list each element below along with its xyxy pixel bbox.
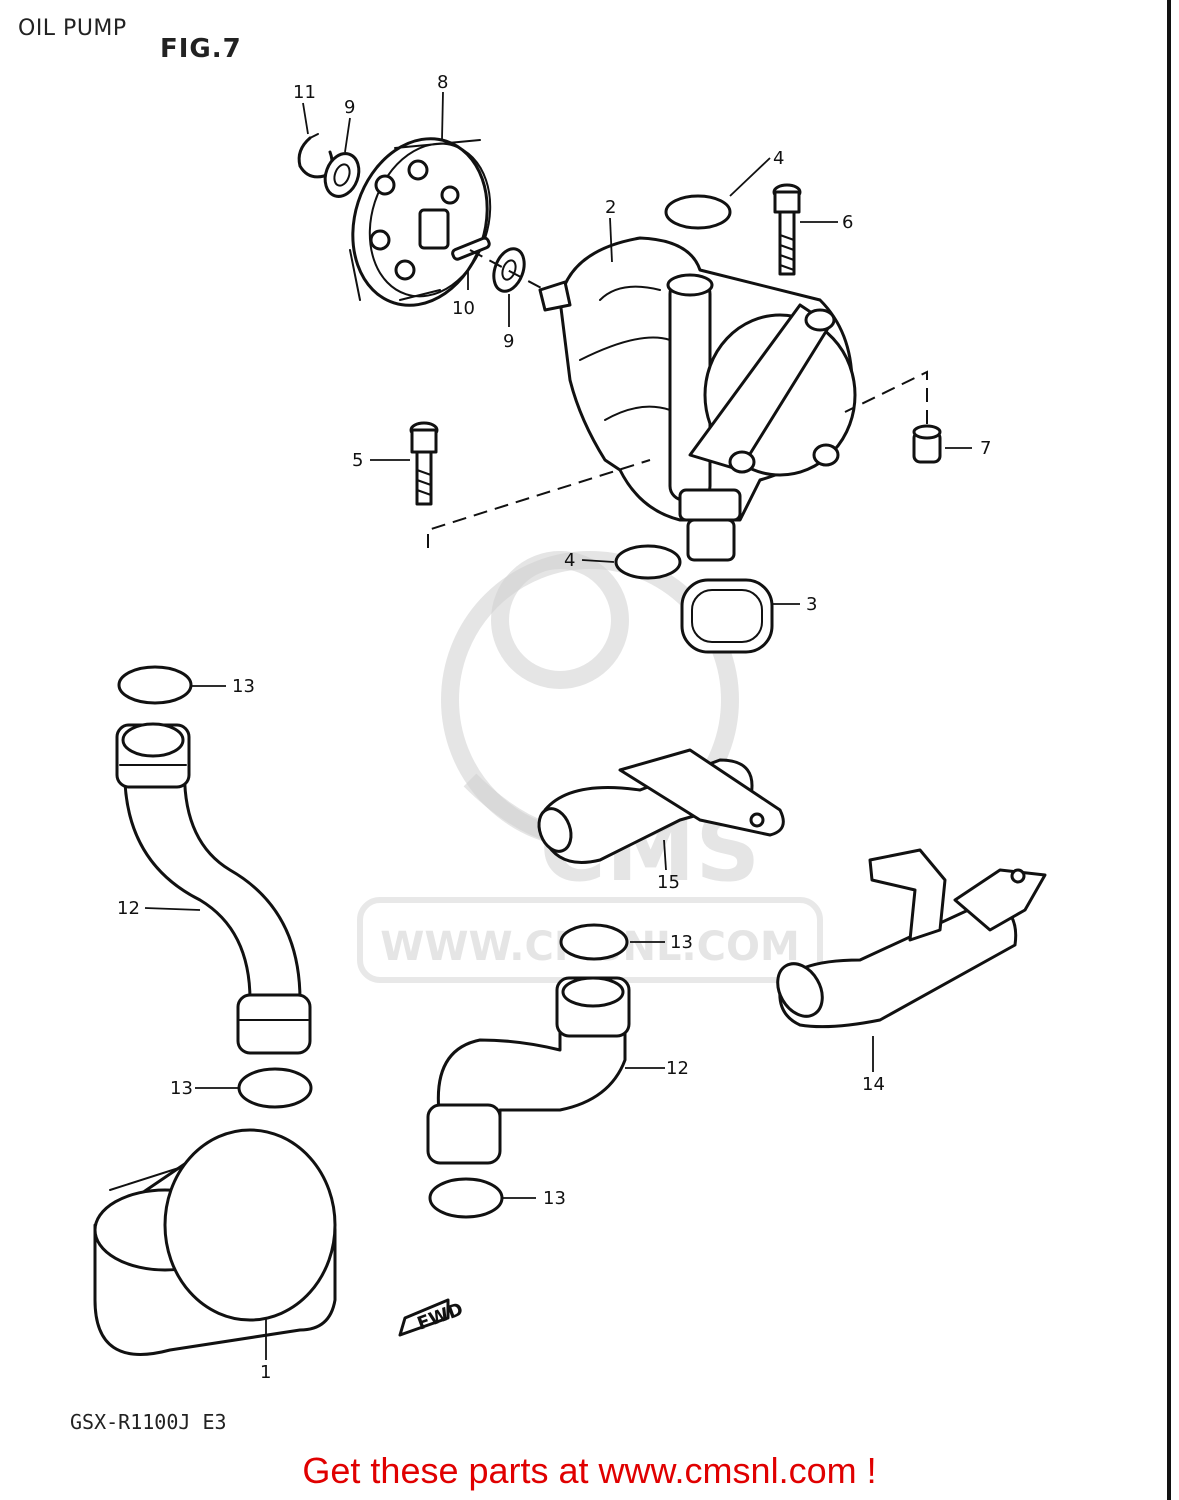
part-13-o-ring-a (117, 665, 193, 705)
callout-13-a: 13 (232, 676, 255, 697)
page-title: OIL PUMP (18, 16, 127, 41)
right-border (1167, 0, 1171, 1500)
part-15-pipe-bracket (537, 748, 785, 864)
callout-3: 3 (806, 594, 817, 615)
callout-2: 2 (605, 197, 616, 218)
callout-9-upper: 9 (344, 97, 355, 118)
part-4-o-ring-upper (664, 194, 732, 230)
callout-13-b: 13 (670, 932, 693, 953)
part-9-washer-upper (323, 152, 361, 198)
part-13-o-ring-b (237, 1067, 313, 1109)
part-5-bolt (409, 421, 439, 506)
part-14-pipe (776, 848, 1047, 1029)
callout-11: 11 (293, 82, 316, 103)
part-6-bolt (772, 183, 802, 276)
callout-6: 6 (842, 212, 853, 233)
part-13-o-ring-c (559, 923, 629, 961)
callout-8: 8 (437, 72, 448, 93)
part-8-gear (349, 137, 492, 307)
callout-9-lower: 9 (503, 331, 514, 352)
leader-lines (144, 91, 972, 1360)
part-12-pipe-left (115, 722, 312, 1055)
fwd-arrow-icon: FWD (398, 1298, 466, 1337)
part-4-o-ring-lower (614, 544, 682, 580)
part-9-washer-lower (492, 247, 526, 293)
part-10-pin (451, 236, 491, 261)
callout-13-d: 13 (543, 1188, 566, 1209)
part-12-pipe-lower (426, 976, 631, 1165)
callout-1: 1 (260, 1362, 271, 1383)
part-7-dowel (912, 424, 942, 464)
figure-label: FIG.7 (160, 34, 242, 64)
callout-5: 5 (352, 450, 363, 471)
callout-13-c: 13 (170, 1078, 193, 1099)
part-3-gasket (680, 578, 774, 654)
part-13-o-ring-d (428, 1177, 504, 1219)
callout-4-lower: 4 (564, 550, 575, 571)
callout-7: 7 (980, 438, 991, 459)
callout-12-lower: 12 (666, 1058, 689, 1079)
model-code: GSX-R1100J E3 (70, 1410, 227, 1434)
callout-14: 14 (862, 1074, 885, 1095)
part-1-oil-filter (93, 1128, 337, 1356)
promo-link[interactable]: Get these parts at www.cmsnl.com ! (302, 1450, 877, 1491)
callout-15: 15 (657, 872, 680, 893)
callout-labels: 11 9 8 10 9 2 4 6 5 7 4 3 13 12 15 13 13… (117, 72, 991, 1383)
callout-4-upper: 4 (773, 148, 784, 169)
alignment-lines (427, 249, 928, 548)
callout-12-left: 12 (117, 898, 140, 919)
callout-10: 10 (452, 298, 475, 319)
part-2-pump-body (538, 236, 857, 562)
